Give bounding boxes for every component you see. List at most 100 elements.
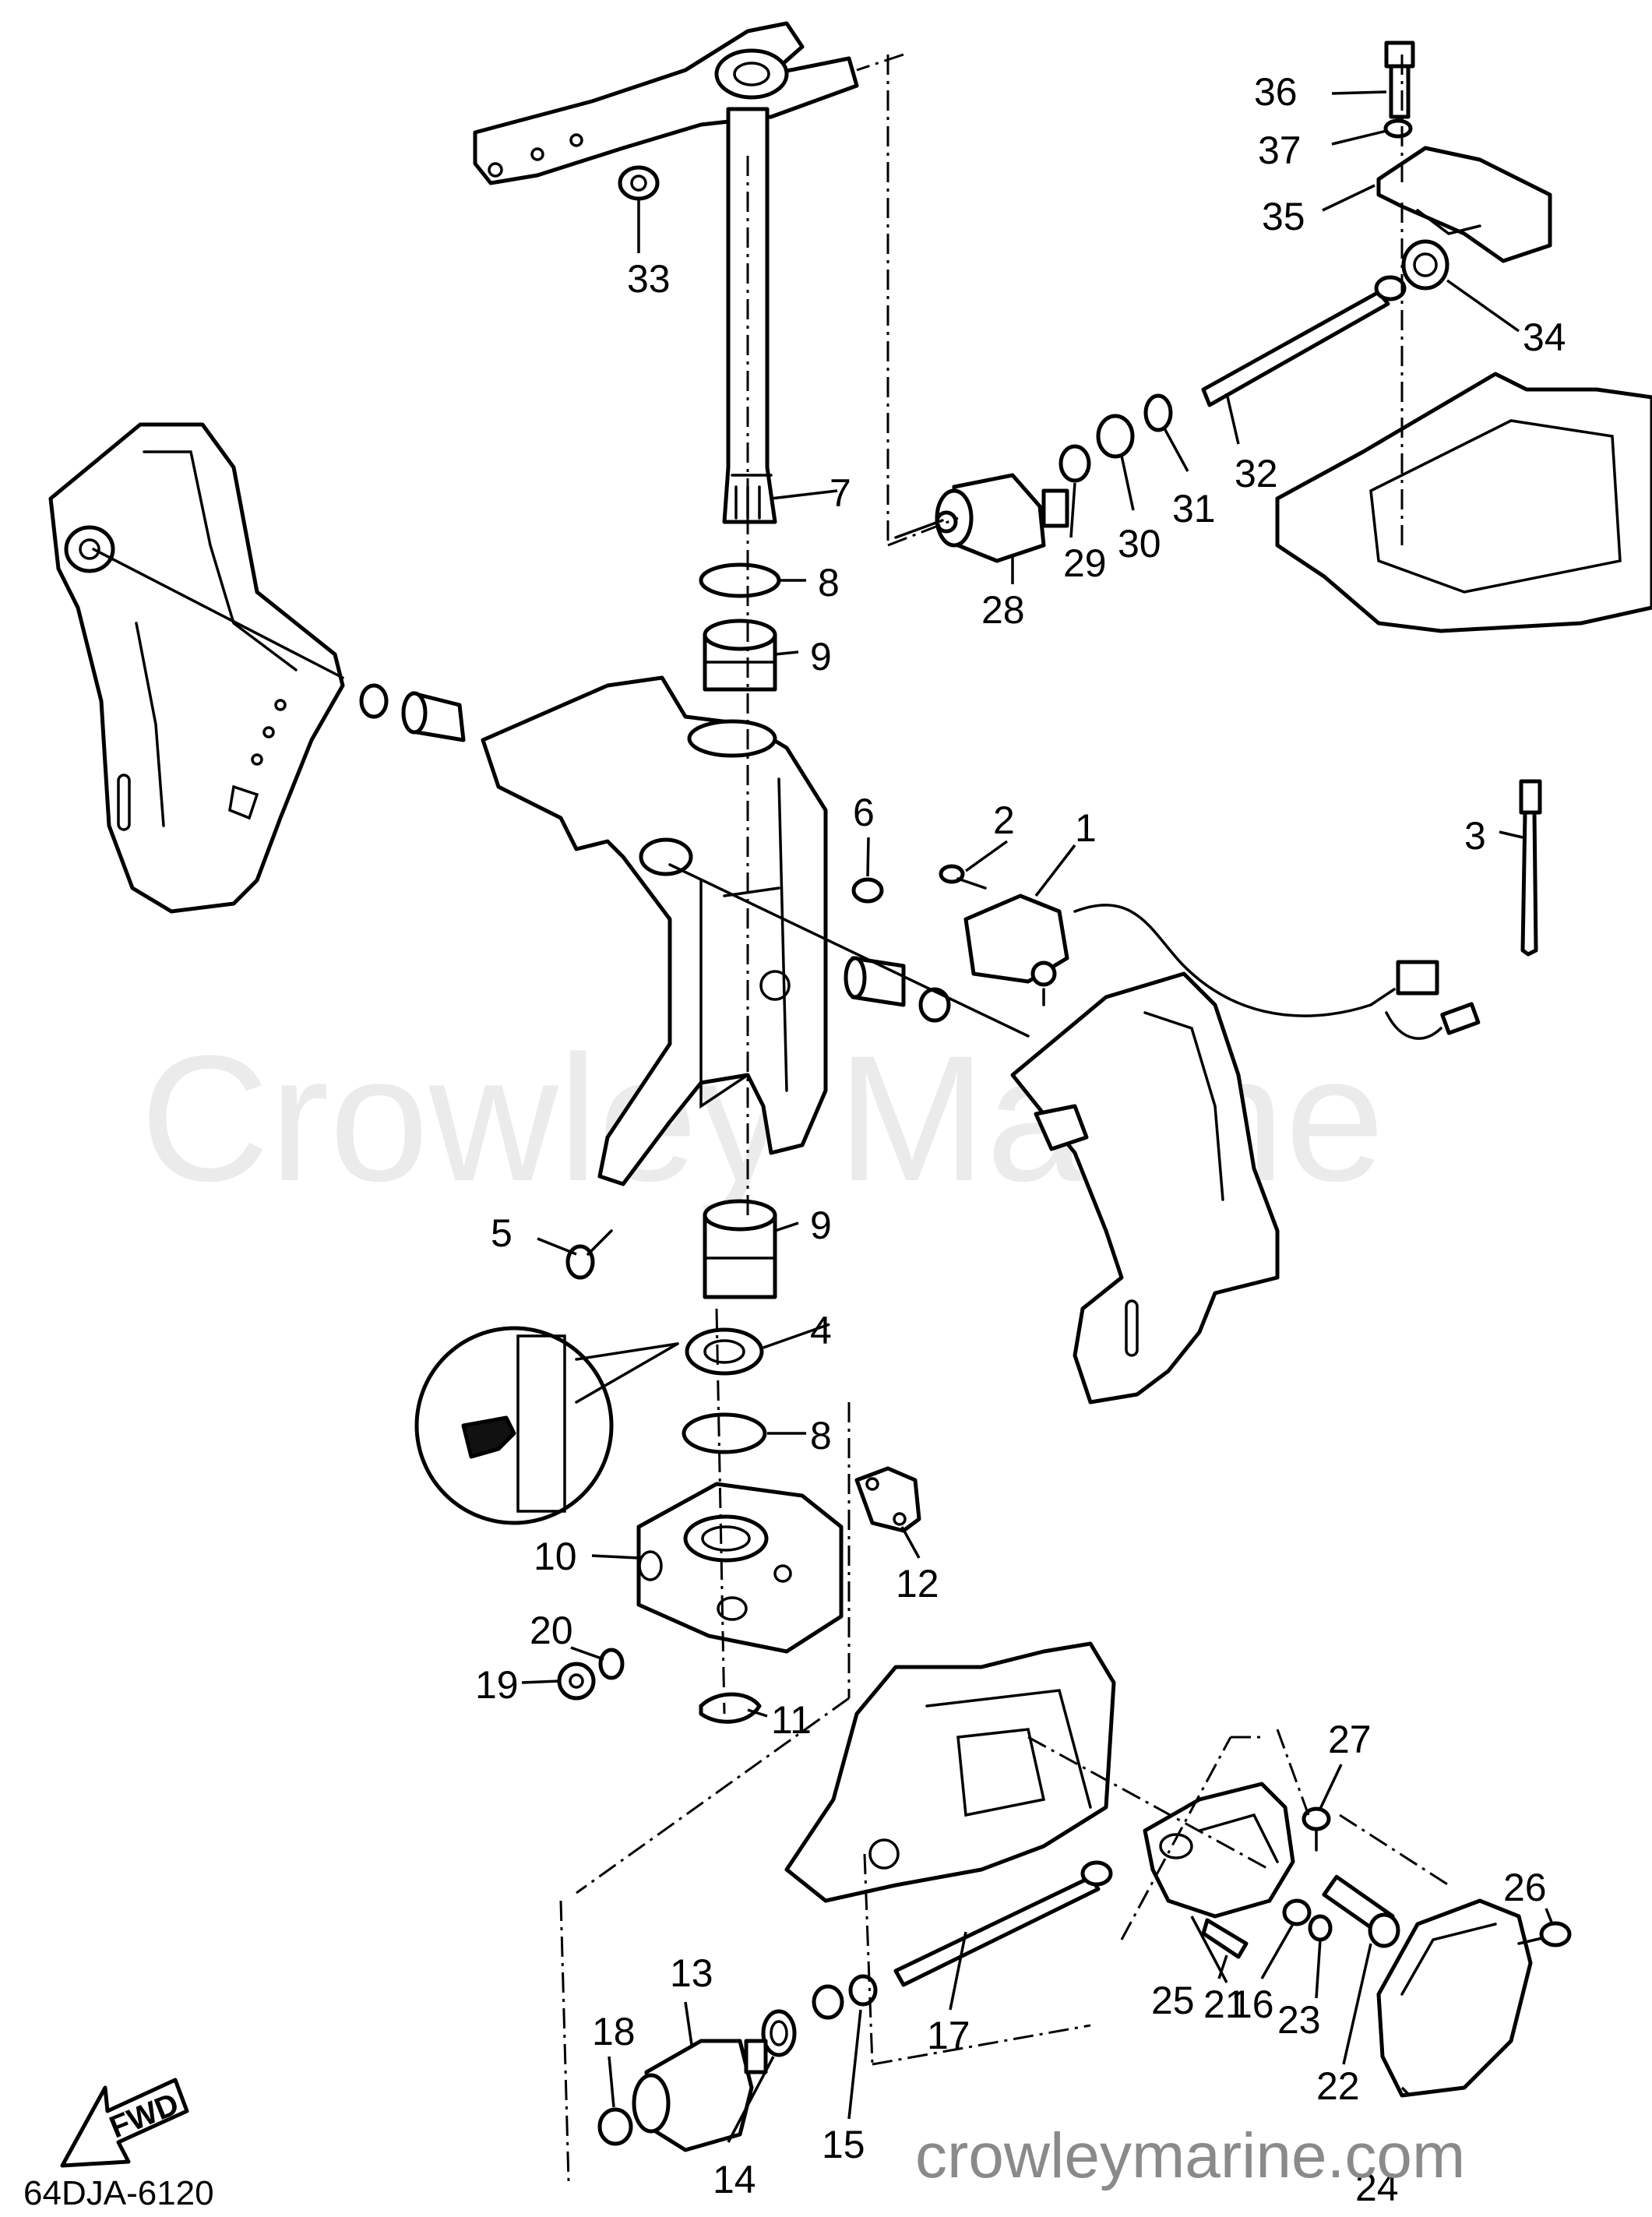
- callout-11: 11: [771, 1698, 812, 1742]
- callout-29: 29: [1063, 541, 1107, 585]
- callout-30: 30: [1118, 522, 1161, 566]
- mount-rubber-24: [1376, 1898, 1533, 2098]
- washer-16: [1282, 1898, 1312, 1926]
- callout-3: 3: [1464, 814, 1486, 858]
- callout-8-lower: 8: [810, 1414, 832, 1457]
- callout-16: 16: [1231, 1983, 1274, 2026]
- washer-29: [1058, 444, 1091, 483]
- callout-7: 7: [830, 471, 851, 515]
- callout-24: 24: [1355, 2166, 1399, 2209]
- callout-18: 18: [592, 2010, 636, 2053]
- collar-34: [1401, 239, 1449, 291]
- washer-right: [918, 987, 951, 1023]
- callout-21: 21: [1203, 1983, 1247, 2026]
- washer-18: [597, 2107, 633, 2146]
- pin-axis-left: [92, 548, 344, 679]
- callout-2: 2: [993, 798, 1015, 842]
- pin-axis-right: [668, 863, 1030, 1038]
- washer-8-upper: [699, 562, 781, 598]
- bolt-26: [1517, 1921, 1572, 1947]
- bushing-left: [401, 691, 466, 742]
- callout-28: 28: [981, 588, 1025, 632]
- callout-34: 34: [1523, 315, 1566, 359]
- cable-tie-3: [1519, 779, 1542, 957]
- seal-detail-inset: [414, 1326, 679, 1525]
- callout-22: 22: [1316, 2064, 1360, 2108]
- oil-seal-4: [685, 1327, 764, 1376]
- callout-19: 19: [475, 1663, 519, 1707]
- drawing-code: 64DJA-6120: [23, 2174, 214, 2212]
- callout-leaders: [521, 90, 1554, 2143]
- website-text: crowleymarine.com: [915, 2120, 1465, 2191]
- callout-14: 14: [713, 2158, 756, 2201]
- washer-23: [1308, 1914, 1333, 1942]
- lower-bracket-21: [1143, 1782, 1295, 1919]
- callout-4: 4: [810, 1309, 832, 1352]
- mount-base-plate: [1275, 372, 1652, 633]
- steering-arm: [473, 21, 859, 185]
- callout-23: 23: [1277, 1998, 1321, 2042]
- clamp-bracket-right: [1010, 971, 1280, 1405]
- bushing-right: [844, 956, 906, 1007]
- callout-27: 27: [1328, 1718, 1372, 1761]
- connector-plug: [1440, 1002, 1481, 1035]
- callout-5: 5: [491, 1211, 513, 1255]
- bolt-22: [1322, 1874, 1400, 1948]
- callout-13: 13: [670, 1951, 713, 1995]
- washer-left: [359, 683, 389, 719]
- bushing-9-lower: [703, 1199, 777, 1299]
- connector: [1396, 960, 1439, 996]
- callout-9-upper: 9: [810, 635, 832, 678]
- steering-cylinder-28: [894, 473, 1069, 563]
- assembly-lines: [559, 53, 1449, 2182]
- steering-clamp-10: [636, 1482, 844, 1654]
- callout-9-lower: 9: [810, 1204, 832, 1247]
- bolt-32: [1201, 275, 1407, 407]
- lower-mount-housing: [784, 1641, 1116, 1903]
- callout-33: 33: [627, 257, 671, 301]
- washer-8-lower: [682, 1412, 767, 1454]
- callout-36: 36: [1254, 70, 1298, 114]
- steering-shaft: [722, 107, 777, 524]
- callout-6: 6: [853, 791, 875, 834]
- callout-labels: 1 2 3 4 5 6 7 8 8 9 9 10 11 12 13 14 15 …: [475, 70, 1566, 2209]
- callout-12: 12: [896, 1562, 939, 1605]
- callout-31: 31: [1172, 487, 1216, 530]
- callout-1: 1: [1075, 806, 1097, 850]
- screw-2: [939, 864, 987, 890]
- washer-15: [812, 1974, 878, 2020]
- callout-8-upper: 8: [818, 561, 840, 604]
- callout-35: 35: [1262, 195, 1305, 238]
- bracket-12: [854, 1466, 921, 1533]
- nut-33: [618, 165, 660, 201]
- callout-37: 37: [1258, 129, 1302, 172]
- bolt-17: [893, 1860, 1113, 1987]
- washer-30: [1096, 414, 1135, 459]
- steering-cylinder-13: [632, 2039, 768, 2152]
- washer-20: [598, 1648, 625, 1680]
- callout-25: 25: [1151, 1979, 1195, 2022]
- fwd-arrow-icon: FWD: [60, 2078, 189, 2168]
- washer-37: [1383, 118, 1413, 139]
- circlip-11: [699, 1692, 762, 1724]
- screw-25: [1201, 1918, 1249, 1959]
- bushing-9-upper: [703, 619, 777, 692]
- callout-17: 17: [927, 2014, 970, 2057]
- trim-sensor: [963, 893, 1069, 1006]
- bracket-cap-35: [1376, 146, 1552, 263]
- callout-20: 20: [530, 1609, 573, 1652]
- callout-26: 26: [1503, 1866, 1547, 1909]
- bolt-36: [1384, 41, 1415, 119]
- bolt-27: [1302, 1806, 1331, 1852]
- clamp-bracket-left: [48, 422, 345, 914]
- wire-harness: [1073, 904, 1372, 1017]
- callout-32: 32: [1235, 452, 1278, 495]
- washer-14: [761, 2009, 797, 2057]
- callout-10: 10: [534, 1535, 577, 1578]
- swivel-bracket: [481, 675, 828, 1186]
- washer-6: [851, 877, 884, 904]
- callout-15: 15: [822, 2123, 865, 2166]
- nut-19: [557, 1662, 596, 1701]
- washer-31: [1143, 393, 1173, 432]
